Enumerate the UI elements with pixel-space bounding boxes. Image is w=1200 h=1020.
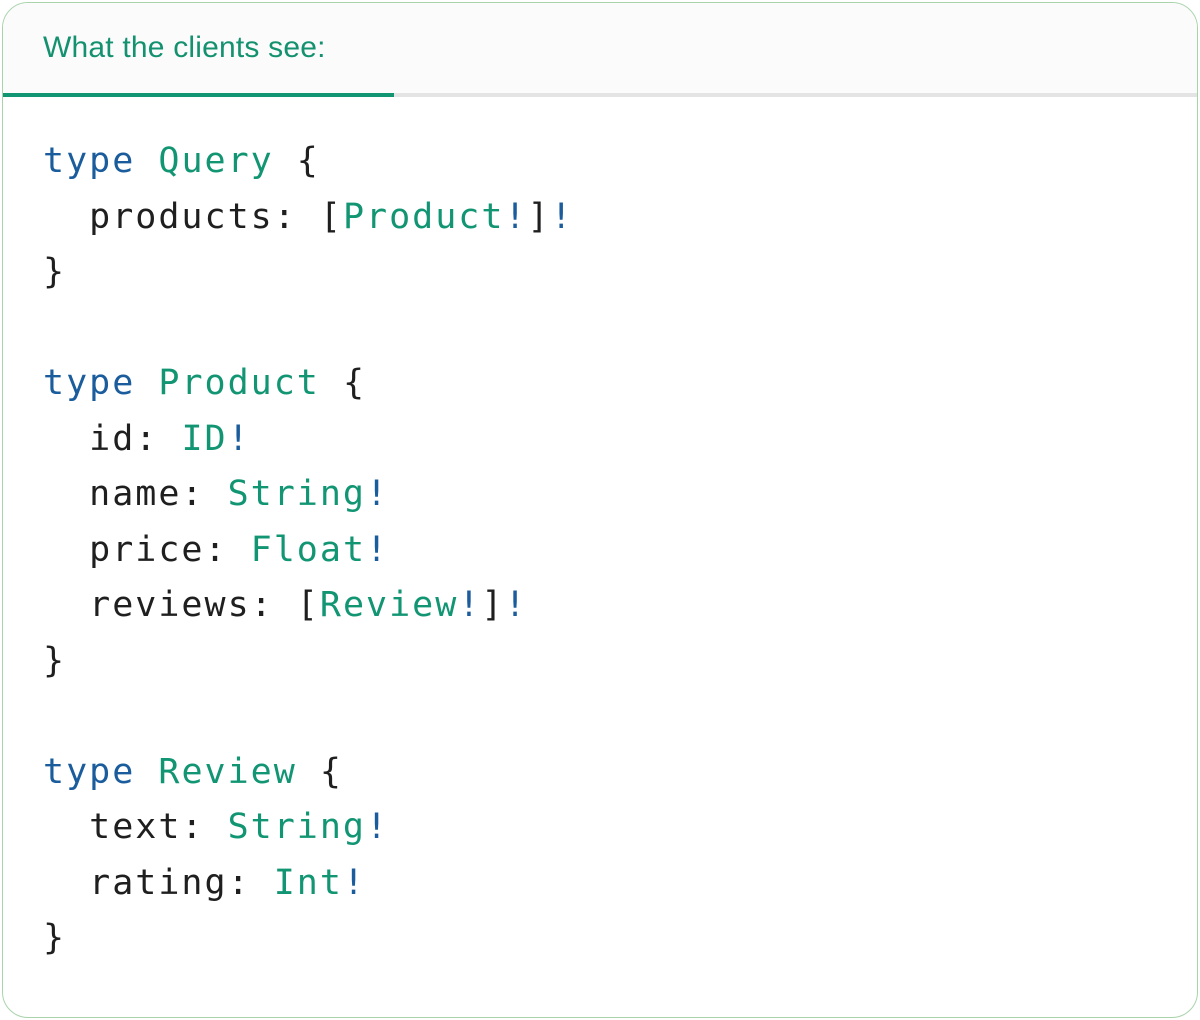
- code-line: type Query {: [43, 141, 320, 181]
- code-line: name: String!: [43, 474, 390, 514]
- code-line: price: Float!: [43, 529, 390, 570]
- code-line: [43, 689, 1157, 745]
- code-line: }: [43, 640, 67, 681]
- code-line: rating: Int!: [43, 862, 367, 903]
- code-line: products: [Product!]!: [43, 196, 574, 237]
- code-line: type Review {: [43, 751, 343, 792]
- tab-bar: What the clients see:: [3, 3, 1197, 97]
- code-line: reviews: [Review!]!: [43, 585, 528, 625]
- tab-what-clients-see[interactable]: What the clients see:: [43, 31, 326, 64]
- code-line: type Product {: [43, 363, 367, 403]
- code-line: [43, 301, 1157, 357]
- active-tab-indicator: [3, 93, 394, 97]
- code-line: text: String!: [43, 807, 390, 847]
- code-line: }: [43, 918, 67, 958]
- graphql-schema-code: type Query { products: [Product!]!} type…: [3, 97, 1197, 1007]
- code-line: id: ID!: [43, 418, 251, 459]
- code-line: }: [43, 252, 67, 292]
